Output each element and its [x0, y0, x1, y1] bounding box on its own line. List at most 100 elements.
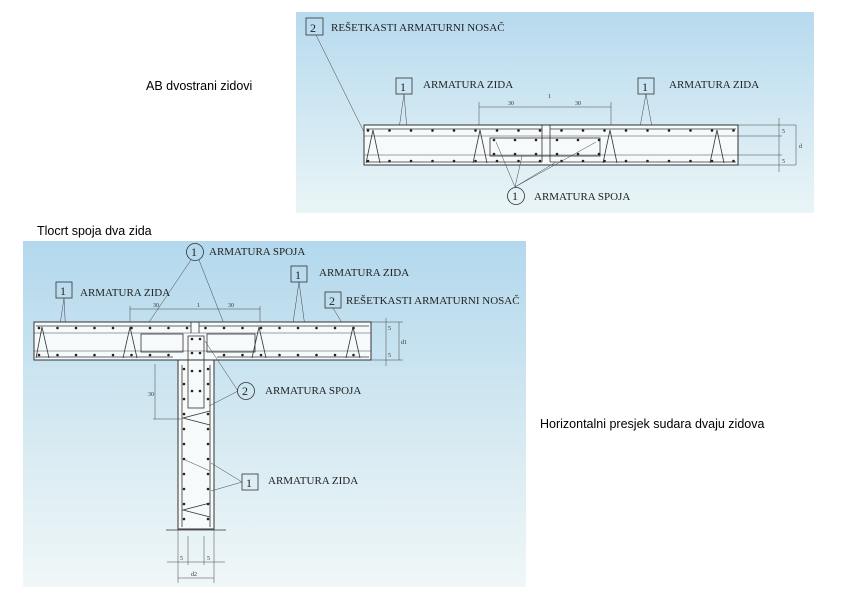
- rebar-dot: [513, 152, 517, 156]
- rebar-dot: [206, 382, 210, 386]
- truss-label: REŠETKASTI ARMATURNI NOSAČ: [346, 295, 520, 307]
- rebar-dot: [576, 152, 580, 156]
- rebar-dot: [278, 353, 281, 357]
- rebar-dot: [182, 412, 186, 416]
- leader-line: [403, 93, 408, 130]
- wall-reinforcement-label: ARMATURA ZIDA: [423, 79, 513, 91]
- tag-number: 1: [246, 476, 252, 490]
- tag-box: [305, 17, 324, 36]
- rebar-dot: [710, 159, 714, 163]
- leader-line: [645, 93, 653, 128]
- rebar-dot: [56, 353, 59, 357]
- rebar-dot: [206, 487, 210, 491]
- rebar-dot: [182, 472, 186, 476]
- rebar-dot: [182, 487, 186, 491]
- figure-double-wall-drawing: 2 REŠETKASTI ARMATURNI NOSAČ 1 ARMATURA …: [296, 12, 814, 213]
- rebar-dot: [206, 427, 210, 431]
- rebar-dot: [182, 517, 186, 521]
- rebar-dot: [667, 159, 671, 163]
- tag-number: 1: [295, 268, 301, 282]
- tag-number: 2: [242, 384, 248, 398]
- rebar-dot: [388, 129, 391, 132]
- rebar-dot: [93, 353, 96, 357]
- dimension-label: 1: [548, 94, 551, 100]
- rebar-dot: [492, 138, 496, 142]
- rebar-dot: [495, 159, 499, 163]
- rebar-dot: [513, 138, 517, 142]
- rebar-dot: [646, 129, 649, 132]
- rebar-dot: [555, 152, 559, 156]
- rebar-dot: [366, 129, 370, 132]
- rebar-dot: [198, 369, 202, 373]
- rebar-dot: [710, 129, 714, 132]
- rebar-dot: [241, 353, 244, 357]
- truss-label: REŠETKASTI ARMATURNI NOSAČ: [331, 22, 505, 34]
- dimension-label: d: [799, 144, 802, 150]
- rebar-dot: [259, 326, 263, 330]
- rebar-dot: [130, 353, 133, 357]
- rebar-dot: [315, 326, 318, 330]
- rebar-dot: [74, 353, 78, 357]
- rebar-dot: [624, 129, 628, 132]
- dimension-label: 30: [575, 101, 581, 107]
- rebar-dot: [206, 397, 210, 401]
- truss-group: [365, 129, 725, 164]
- rebar-dot: [190, 389, 194, 393]
- rebar-dot: [732, 129, 735, 132]
- rebar-dot: [182, 442, 186, 446]
- rebar-dot: [206, 412, 210, 416]
- rebar-dot: [646, 159, 649, 163]
- rebar-dot: [560, 129, 563, 132]
- rebar-dot: [597, 138, 601, 142]
- dimension-label: 5: [388, 353, 391, 359]
- rebar-dot: [222, 353, 226, 357]
- wall-reinforcement-label: ARMATURA ZIDA: [669, 79, 759, 91]
- rebar-dot: [581, 159, 585, 163]
- rebar-dot: [111, 326, 115, 330]
- dimension-label: 30: [228, 303, 234, 309]
- tag-circle: [507, 187, 525, 205]
- figure-t-joint-drawing: 1 ARMATURA SPOJA 1 ARMATURA ZIDA 1 ARMAT…: [23, 241, 526, 587]
- rebar-dot: [148, 326, 152, 330]
- wall-reinforcement-label: ARMATURA ZIDA: [80, 287, 170, 299]
- caption-ab-double-walls: AB dvostrani zidovi: [146, 79, 253, 93]
- rebar-dot: [93, 326, 96, 330]
- rebar-dot: [148, 353, 152, 357]
- rebar-dot: [603, 159, 606, 163]
- rebar-dot: [182, 457, 186, 461]
- rebar-dot: [352, 353, 355, 357]
- caption-horizontal-section: Horizontalni presjek sudara dvaju zidova: [540, 417, 765, 431]
- rebar-dot: [333, 326, 337, 330]
- joint-reinforcement-label: ARMATURA SPOJA: [209, 246, 305, 258]
- tag-number: 1: [400, 80, 406, 94]
- rebar-dot: [296, 326, 300, 330]
- tag-circle: [237, 382, 255, 400]
- splice-reinforcement: [489, 137, 601, 157]
- wall-section: [363, 124, 739, 166]
- rebar-dot: [667, 129, 671, 132]
- rebar-dot: [182, 367, 186, 371]
- rebar-dot: [190, 351, 194, 355]
- rebar-dot: [182, 502, 186, 506]
- joint-gap: [190, 322, 200, 333]
- rebar-dot: [538, 129, 542, 132]
- tag-number: 2: [310, 21, 316, 35]
- rebar-dot: [37, 326, 41, 330]
- tag-circle: [186, 243, 204, 261]
- leader-line: [639, 93, 647, 128]
- figure-background: [23, 241, 526, 587]
- rebar-dot: [517, 129, 520, 132]
- rebar-dot: [452, 159, 456, 163]
- rebar-dot: [431, 129, 434, 132]
- splice-reinforcement: [140, 333, 184, 353]
- tag-number: 1: [60, 284, 66, 298]
- rebar-dot: [576, 138, 580, 142]
- rebar-dot: [474, 129, 477, 132]
- rebar-dot: [206, 472, 210, 476]
- rebar-dot: [206, 517, 210, 521]
- wall-reinforcement-label: ARMATURA ZIDA: [268, 475, 358, 487]
- rebar-dot: [366, 159, 370, 163]
- rebar-dot: [206, 502, 210, 506]
- joint-reinforcement-label: ARMATURA SPOJA: [534, 191, 630, 203]
- dimension-label: 30: [508, 101, 514, 107]
